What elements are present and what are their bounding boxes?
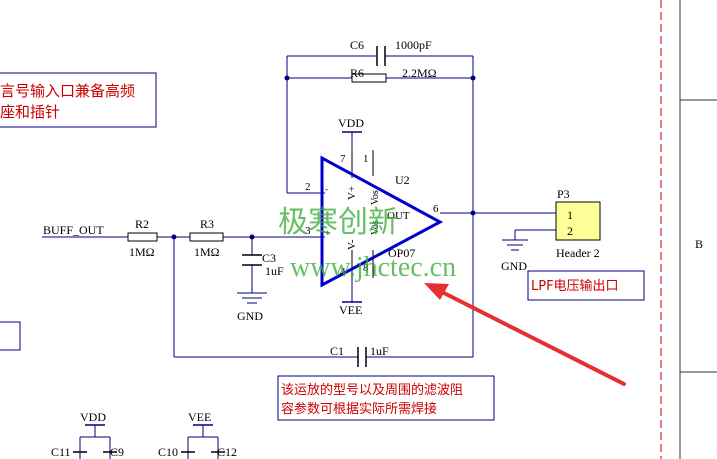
- u2-plus-sign: +: [325, 228, 330, 238]
- p3-pin1: 1: [567, 208, 573, 222]
- input-note-line1: 言号输入口兼备高频: [0, 82, 135, 100]
- lpf-output-note: LPF电压输出口: [527, 270, 645, 301]
- junction-dots: [171, 75, 476, 240]
- capacitor-c1: C1 1uF: [330, 344, 389, 367]
- r2-value: 1MΩ: [129, 245, 155, 259]
- watermark: 极寒创新 www.jhctec.cn: [278, 205, 456, 283]
- u2-vminus-label: V-: [346, 239, 358, 250]
- capacitor-c3: C3 1uF: [242, 251, 284, 278]
- u2-pin-4: 4: [340, 266, 346, 278]
- u2-out-label: OUT: [387, 210, 410, 222]
- u2-pin-7: 7: [340, 153, 346, 165]
- c6-value: 1000pF: [395, 38, 432, 52]
- input-note-box: 言号输入口兼备高频 座和插针: [0, 72, 157, 128]
- u2-pin-2: 2: [305, 181, 311, 193]
- u2-pin-3: 3: [305, 225, 311, 237]
- r6-value: 2.2MΩ: [402, 66, 437, 80]
- capacitor-c6: C6 1000pF: [350, 38, 432, 66]
- resistor-r6: R6 2.2MΩ: [350, 66, 437, 83]
- input-note-line2: 座和插针: [0, 103, 60, 121]
- u2-pin-8: 8: [363, 262, 369, 274]
- net-label-buff-out: BUFF_OUT: [43, 223, 104, 237]
- u2-vos1-label: Vos: [370, 190, 381, 205]
- u2-part: OP07: [388, 246, 415, 260]
- sheet-zone-label: B: [695, 237, 703, 251]
- c3-value: 1uF: [265, 264, 284, 278]
- vee-bottom-left-label: VEE: [188, 410, 211, 424]
- r3-ref: R3: [200, 217, 214, 231]
- u2-ref: U2: [395, 173, 410, 187]
- c12-ref: C12: [217, 445, 237, 459]
- gnd-p3-label: GND: [501, 259, 527, 273]
- resistor-r2: R2 1MΩ: [127, 217, 158, 259]
- vdd-symbol-top: VDD: [338, 116, 364, 133]
- u2-vplus-label: V+: [346, 186, 358, 200]
- p3-ref: P3: [557, 187, 570, 201]
- watermark-line1: 极寒创新: [278, 205, 398, 240]
- opamp-note-line2: 容参数可根据实际所需焊接: [281, 401, 437, 417]
- u2-pin-6: 6: [433, 203, 439, 215]
- c1-value: 1uF: [370, 344, 389, 358]
- c3-ref: C3: [262, 251, 276, 265]
- decoupling-vdd: VDD C11 C9: [51, 410, 124, 459]
- resistor-r3: R3 1MΩ: [189, 217, 224, 259]
- sheet-border: B: [660, 0, 717, 459]
- vdd-bottom-label: VDD: [80, 410, 106, 424]
- c10-ref: C10: [158, 445, 178, 459]
- r3-value: 1MΩ: [194, 245, 220, 259]
- decoupling-vee: VEE C10 C12: [158, 410, 237, 459]
- annotation-arrow: [424, 283, 626, 386]
- watermark-line2: www.jhctec.cn: [290, 252, 456, 283]
- header-p3: P3 1 2 Header 2: [555, 187, 601, 260]
- opamp-u2: 2 3 7 1 4 8 6 - + V+ Vos V- Vos OUT U2 O…: [305, 150, 444, 288]
- offpage-box: [0, 321, 21, 351]
- c1-ref: C1: [330, 344, 344, 358]
- opamp-note-line1: 该运放的型号以及周围的滤波阻: [281, 382, 463, 398]
- c11-ref: C11: [51, 445, 71, 459]
- p3-name: Header 2: [556, 246, 600, 260]
- gnd-symbol-c3: GND: [237, 292, 267, 323]
- gnd-c3-label: GND: [237, 309, 263, 323]
- lpf-output-text: LPF电压输出口: [531, 278, 619, 294]
- u2-minus-sign: -: [325, 184, 328, 194]
- c6-ref: C6: [350, 38, 364, 52]
- r6-ref: R6: [350, 66, 364, 80]
- gnd-symbol-p3: GND: [501, 239, 528, 273]
- c9-ref: C9: [110, 445, 124, 459]
- vee-label: VEE: [339, 303, 362, 317]
- vdd-top-label: VDD: [338, 116, 364, 130]
- r2-ref: R2: [135, 217, 149, 231]
- vee-symbol: VEE: [339, 301, 362, 317]
- p3-pin2: 2: [567, 224, 573, 238]
- opamp-note-box: 该运放的型号以及周围的滤波阻 容参数可根据实际所需焊接: [277, 375, 495, 421]
- u2-pin-1: 1: [363, 153, 369, 165]
- u2-vos2-label: Vos: [370, 220, 381, 235]
